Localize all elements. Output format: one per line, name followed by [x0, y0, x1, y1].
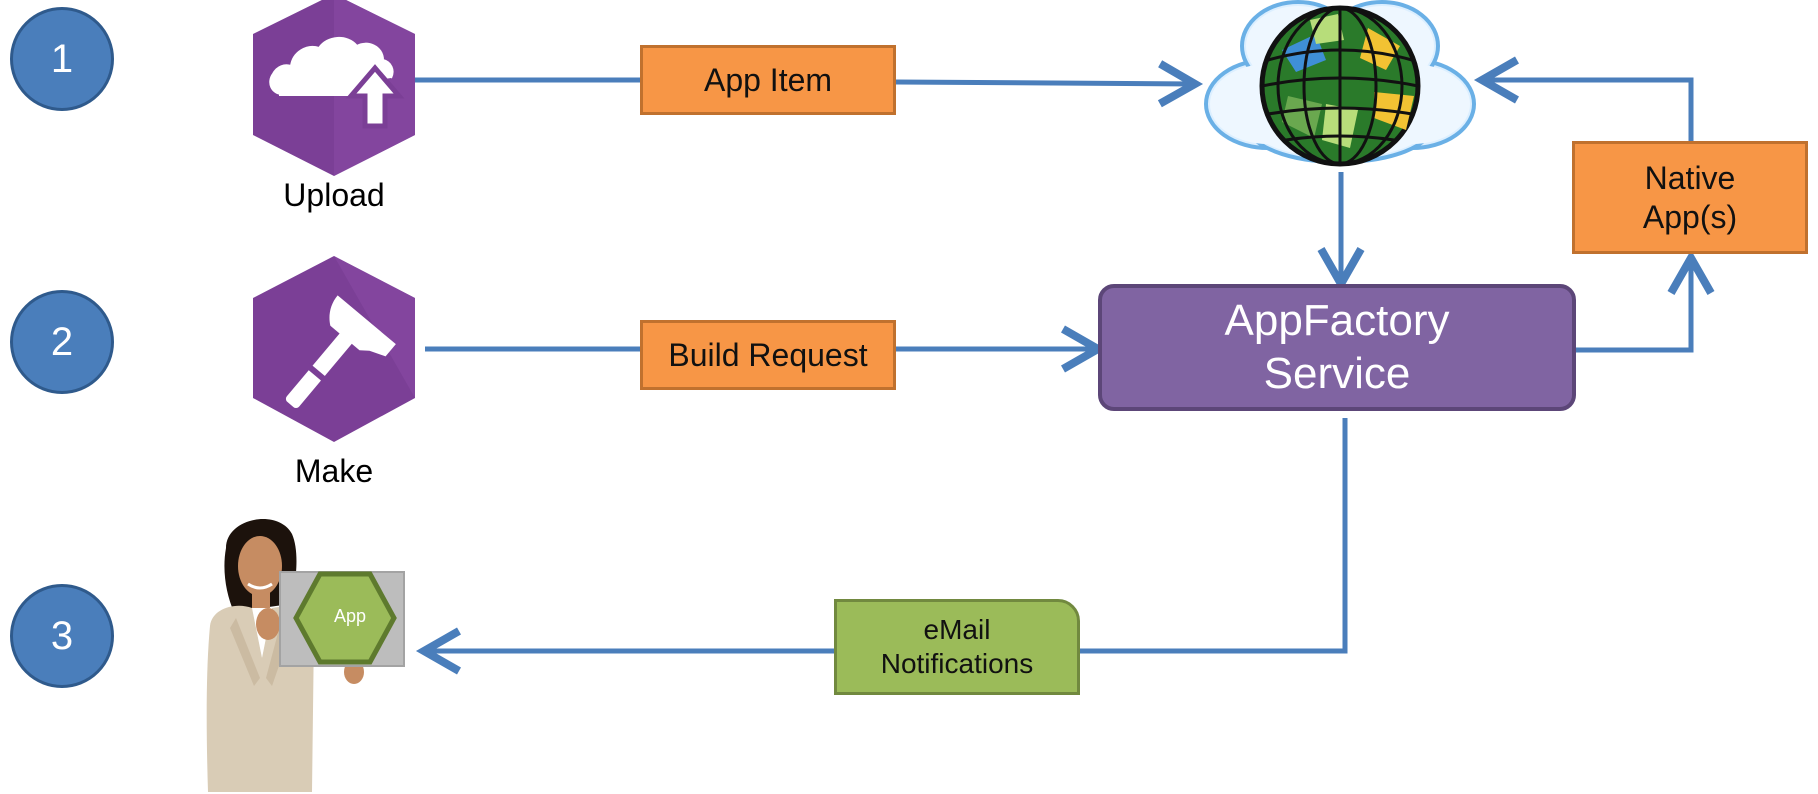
step-3-badge: 3	[10, 584, 114, 688]
build-request-box: Build Request	[640, 320, 896, 390]
native-apps-box: Native App(s)	[1572, 141, 1808, 254]
make-label: Make	[294, 453, 374, 489]
email-line1: eMail	[923, 614, 991, 646]
businesswoman-figure	[206, 519, 405, 792]
arrow-native-to-cloud	[1473, 56, 1694, 141]
arrow-appitem-to-cloud	[895, 60, 1204, 108]
email-line2: Notifications	[880, 648, 1034, 679]
step-2-badge: 2	[10, 290, 114, 394]
globe-cloud-icon	[1204, 0, 1476, 167]
arrow-service-to-email	[1078, 418, 1348, 654]
native-apps-line2: App(s)	[1642, 198, 1738, 235]
step-1-badge: 1	[10, 7, 114, 111]
upload-label: Upload	[283, 177, 385, 213]
cloud-upload-icon	[253, 0, 415, 176]
native-apps-line1: Native	[1644, 160, 1736, 197]
email-notifications-box: eMail Notifications	[834, 599, 1080, 695]
hammer-icon	[253, 256, 415, 442]
appfactory-line2: Service	[1263, 348, 1411, 398]
app-item-box: App Item	[640, 45, 896, 115]
appfactory-service-box: AppFactory Service	[1098, 284, 1576, 411]
appfactory-line1: AppFactory	[1224, 295, 1450, 345]
arrow-service-to-native	[1576, 249, 1715, 353]
app-badge-label: App	[333, 606, 367, 626]
